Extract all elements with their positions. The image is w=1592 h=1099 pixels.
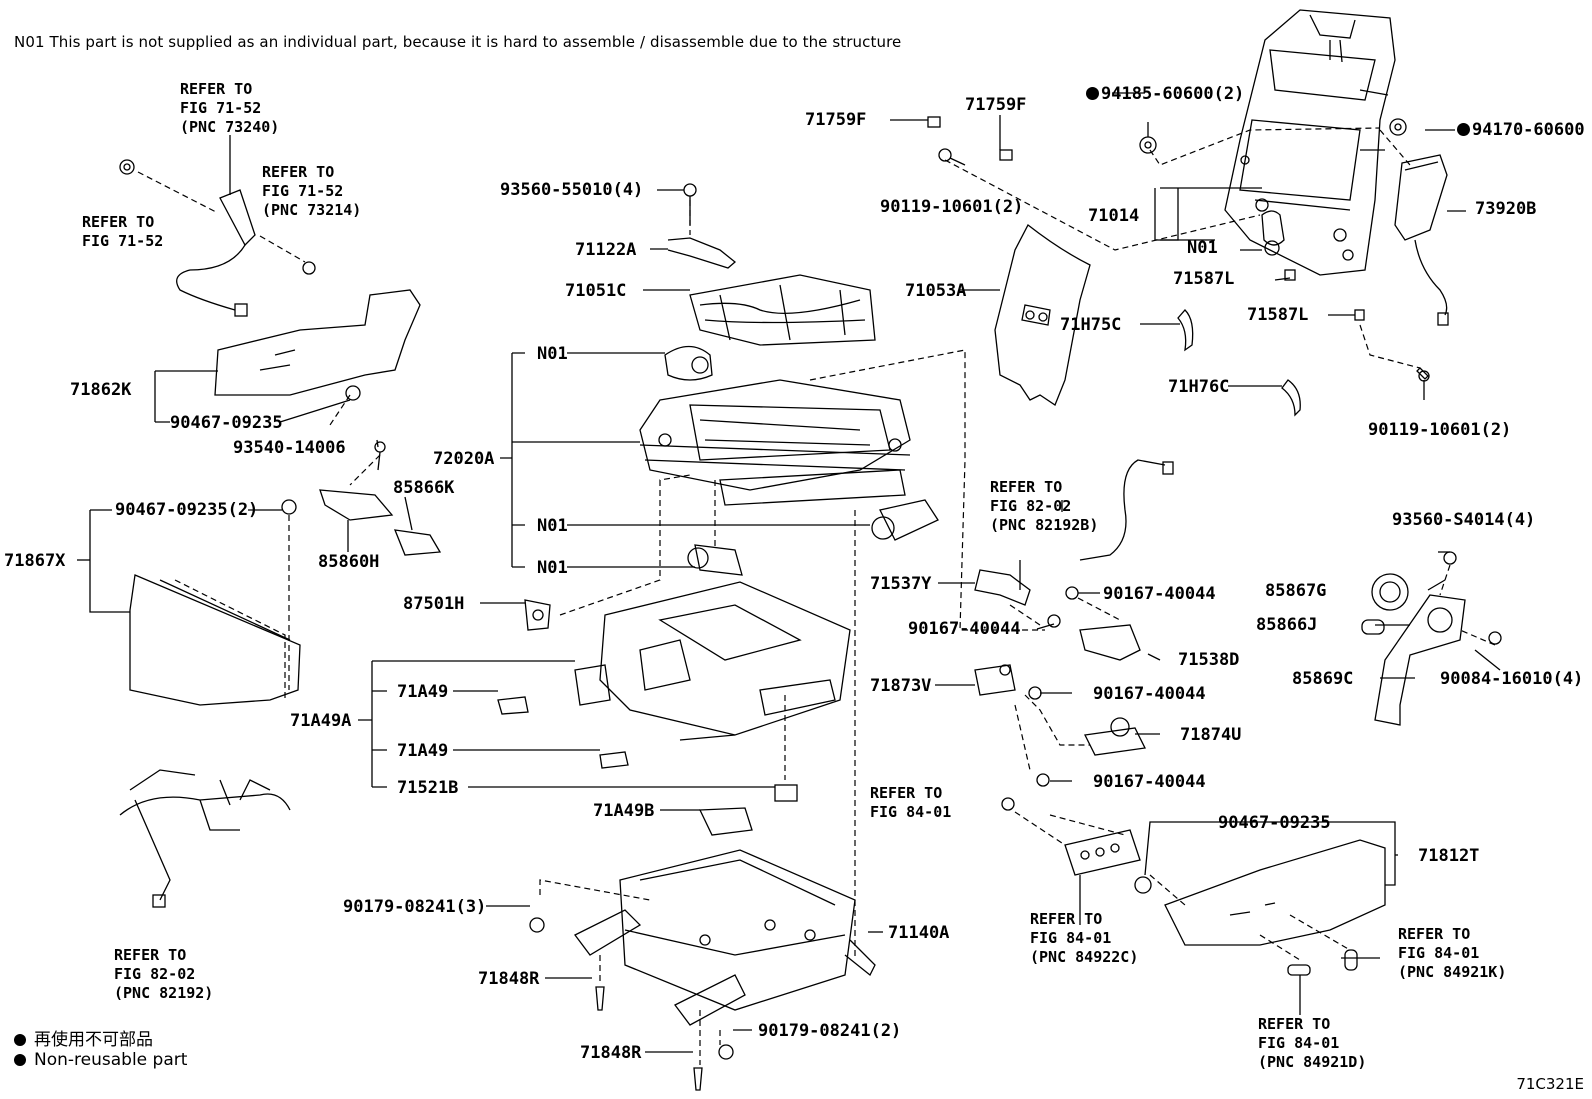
seat-adjuster-frame: [639, 379, 911, 506]
label-93560-S4014: 93560-S4014(4): [1392, 510, 1536, 530]
label-72020A: 72020A: [433, 449, 495, 469]
refer-fig-71-52-pnc-73240: REFER TO FIG 71-52 (PNC 73240): [180, 80, 280, 136]
label-73920B: 73920B: [1475, 199, 1537, 219]
wire-harness: [119, 769, 291, 908]
side-airbag: [1394, 154, 1449, 326]
label-90467-a: 90467-09235: [170, 413, 283, 433]
refer-fig-84-01-pnc-84921d: REFER TO FIG 84-01 (PNC 84921D): [1258, 1015, 1367, 1071]
legend-en: Non-reusable part: [14, 1050, 187, 1070]
label-N01-top: N01: [1187, 238, 1218, 258]
label-71759F-a: 71759F: [805, 110, 867, 130]
label-90467-b: 90467-09235(2): [115, 500, 259, 520]
label-94185-text: 94185-60600(2): [1101, 84, 1245, 104]
label-71537Y: 71537Y: [870, 574, 932, 594]
label-90167-d: 90167-40044: [1093, 772, 1206, 792]
seat-front-cover: [129, 574, 301, 706]
label-71H76C: 71H76C: [1168, 377, 1230, 397]
label-90167-b: 90167-40044: [908, 619, 1021, 639]
label-71H75C: 71H75C: [1060, 315, 1122, 335]
refer-fig-84-01: REFER TO FIG 84-01: [870, 784, 952, 821]
label-71A49-a: 71A49: [397, 682, 449, 702]
label-N01-a: N01: [537, 344, 568, 364]
legend-jp: 再使用不可部品: [14, 1025, 153, 1050]
refer-fig-71-52-pnc-73214: REFER TO FIG 71-52 (PNC 73214): [262, 163, 362, 219]
label-71867X: 71867X: [4, 551, 66, 571]
legend-en-text: Non-reusable part: [34, 1050, 188, 1070]
label-85866K: 85866K: [393, 478, 455, 498]
label-71A49B: 71A49B: [593, 801, 655, 821]
label-71848R-b: 71848R: [580, 1043, 642, 1063]
diagram-code: 71C321E: [1516, 1075, 1584, 1093]
refer-fig-84-01-pnc-84921k: REFER TO FIG 84-01 (PNC 84921K): [1398, 925, 1507, 981]
seat-cushion-pan: [574, 581, 851, 741]
label-71873V: 71873V: [870, 676, 932, 696]
label-71538D: 71538D: [1178, 650, 1240, 670]
refer-fig-84-01-pnc-84922c: REFER TO FIG 84-01 (PNC 84922C): [1030, 910, 1139, 966]
label-N01-b: N01: [537, 516, 568, 536]
non-reusable-mark: [14, 1034, 26, 1046]
seat-rail-base: [574, 849, 876, 1026]
label-71812T: 71812T: [1418, 846, 1480, 866]
label-90084: 90084-16010(4): [1440, 669, 1584, 689]
seat-belt-buckle: [176, 189, 256, 317]
label-85860H: 85860H: [318, 552, 380, 572]
label-N01-c: N01: [537, 558, 568, 578]
label-93540: 93540-14006: [233, 438, 346, 458]
label-85866J: 85866J: [1256, 615, 1318, 635]
seat-spring: [689, 274, 876, 346]
label-90119-a: 90119-10601(2): [880, 197, 1024, 217]
label-71051C: 71051C: [565, 281, 627, 301]
label-90167-a: 90167-40044: [1103, 584, 1216, 604]
non-reusable-mark: [14, 1054, 26, 1066]
label-93560-55010: 93560-55010(4): [500, 180, 644, 200]
refer-fig-71-52: REFER TO FIG 71-52: [82, 213, 164, 250]
seatback-board: [994, 224, 1091, 406]
label-71A49A: 71A49A: [290, 711, 352, 731]
label-90179-b: 90179-08241(2): [758, 1021, 902, 1041]
label-94170-text: 94170-60600: [1472, 120, 1585, 140]
seatback-frame: [1224, 9, 1396, 276]
label-90119-b: 90119-10601(2): [1368, 420, 1512, 440]
label-71122A: 71122A: [575, 240, 637, 260]
label-94185: 94185-60600(2): [1086, 84, 1244, 104]
refer-fig-82-02-pnc-82192b: REFER TO FIG 82-02 (PNC 82192B): [990, 478, 1099, 534]
lumbar-support: [1374, 594, 1466, 726]
legend-jp-text: 再使用不可部品: [34, 1030, 153, 1050]
label-85867G: 85867G: [1265, 581, 1327, 601]
label-90467-c: 90467-09235: [1218, 813, 1331, 833]
label-71862K: 71862K: [70, 380, 132, 400]
seat-side-shield: [214, 289, 421, 396]
label-90167-c: 90167-40044: [1093, 684, 1206, 704]
label-71053A: 71053A: [905, 281, 967, 301]
non-reusable-mark: [1457, 123, 1470, 136]
refer-fig-82-02-pnc-82192: REFER TO FIG 82-02 (PNC 82192): [114, 946, 214, 1002]
motor-mid: [871, 499, 939, 541]
label-71587L-a: 71587L: [1173, 269, 1235, 289]
label-90179-a: 90179-08241(3): [343, 897, 487, 917]
non-reusable-mark: [1086, 87, 1099, 100]
label-71A49-b: 71A49: [397, 741, 449, 761]
label-71759F-b: 71759F: [965, 95, 1027, 115]
label-85869C: 85869C: [1292, 669, 1354, 689]
label-71848R-a: 71848R: [478, 969, 540, 989]
label-71521B: 71521B: [397, 778, 459, 798]
label-71874U: 71874U: [1180, 725, 1242, 745]
label-87501H: 87501H: [403, 594, 465, 614]
label-71014: 71014: [1088, 206, 1140, 226]
label-94170: 94170-60600: [1457, 120, 1585, 140]
motor-top: [664, 345, 713, 381]
diagram-note: N01 This part is not supplied as an indi…: [14, 33, 902, 51]
seat-side-cover-right: [1164, 839, 1386, 946]
motor-low: [687, 544, 743, 576]
label-71587L-b: 71587L: [1247, 305, 1309, 325]
label-71140A: 71140A: [888, 923, 950, 943]
